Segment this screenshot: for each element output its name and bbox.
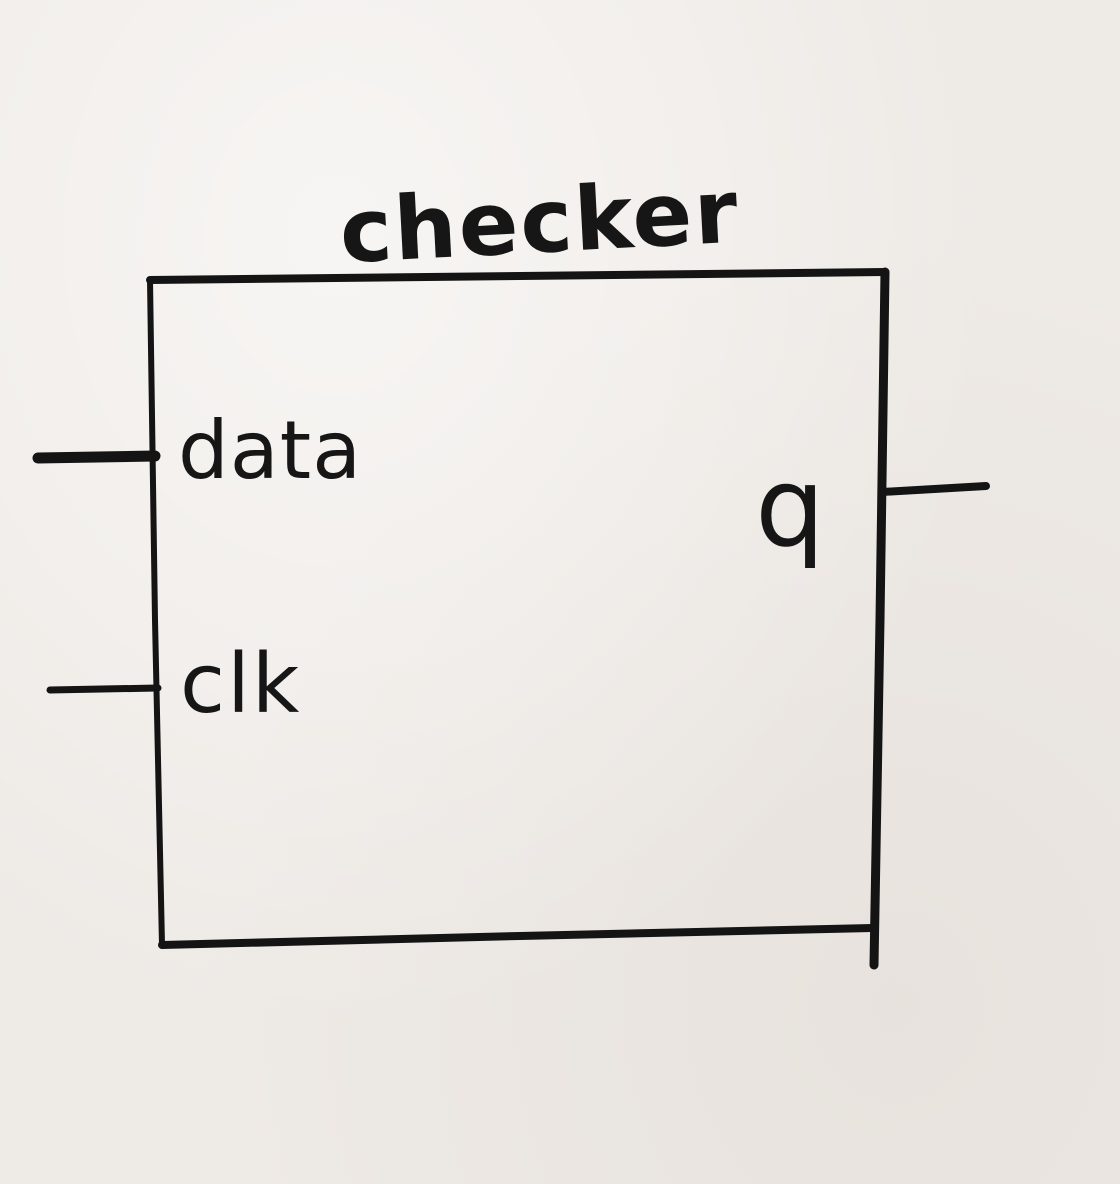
input-port-clk: clk	[46, 637, 301, 732]
input-port-data: data	[32, 404, 362, 497]
q-output-wire	[878, 482, 990, 496]
box-bottom-edge	[158, 924, 876, 949]
data-input-wire	[32, 450, 161, 464]
module-title: checker	[337, 160, 742, 284]
q-port-label: q	[755, 443, 825, 571]
box-left-edge	[147, 277, 165, 948]
clk-port-label: clk	[180, 637, 301, 732]
box-top-edge	[146, 268, 889, 284]
module-box	[146, 267, 890, 970]
data-port-label: data	[178, 404, 362, 497]
box-right-edge	[869, 267, 890, 970]
output-port-q: q	[755, 443, 990, 571]
clk-input-wire	[46, 684, 162, 694]
